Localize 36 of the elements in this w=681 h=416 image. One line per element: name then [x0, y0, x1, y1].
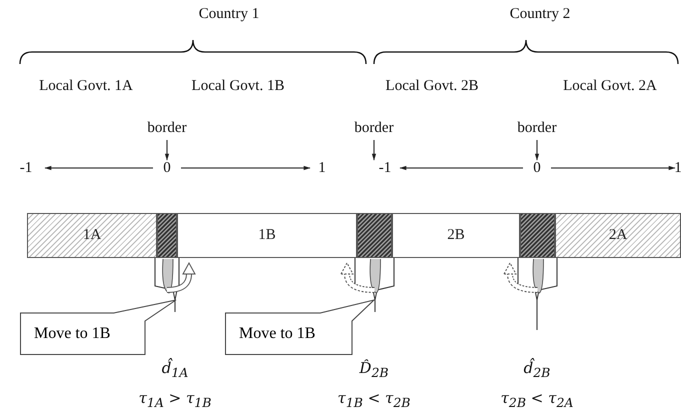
callout-box — [225, 299, 375, 356]
border-label: border — [147, 120, 187, 136]
government-label: Local Govt. 2B — [386, 78, 478, 94]
country-label: Country 2 — [510, 6, 570, 22]
axis-value: 0 — [163, 160, 171, 176]
axis-value: 0 — [533, 160, 541, 176]
region-label: 2B — [447, 227, 465, 244]
border-zone — [520, 213, 555, 258]
axis-value: -1 — [378, 160, 392, 176]
region-segment — [555, 213, 681, 258]
region-segment — [27, 213, 157, 258]
callout-text: Move to 1B — [239, 325, 316, 343]
estimate-symbol: d̂$_{1A}$ — [162, 360, 188, 380]
tax-inequality: τ$_{1B}$ < τ$_{2B}$ — [338, 390, 410, 410]
callout-text: Move to 1B — [34, 325, 110, 343]
region-label: 1B — [258, 227, 276, 244]
border-zone — [357, 213, 392, 258]
tax-inequality: τ$_{2B}$ < τ$_{2A}$ — [500, 390, 574, 410]
government-label: Local Govt. 1B — [192, 78, 284, 94]
axis-value: -1 — [20, 160, 32, 176]
region-label: 2A — [608, 227, 628, 244]
government-label: Local Govt. 2A — [563, 78, 657, 94]
region-segment — [392, 213, 520, 258]
country-label: Country 1 — [198, 6, 260, 22]
callout-box — [20, 299, 177, 356]
region-segment — [177, 213, 357, 258]
border-label: border — [354, 120, 394, 136]
government-label: Local Govt. 1A — [39, 78, 133, 94]
axis-value: 1 — [318, 160, 326, 176]
estimate-symbol: d̂$_{2B}$ — [524, 360, 550, 380]
region-label: 1A — [82, 227, 102, 244]
axis-value: 1 — [674, 160, 681, 176]
border-label: border — [517, 120, 557, 136]
tax-inequality: τ$_{1A}$ > τ$_{1B}$ — [138, 390, 212, 410]
border-zone — [157, 213, 177, 258]
estimate-symbol: D̂$_{2B}$ — [359, 360, 389, 380]
